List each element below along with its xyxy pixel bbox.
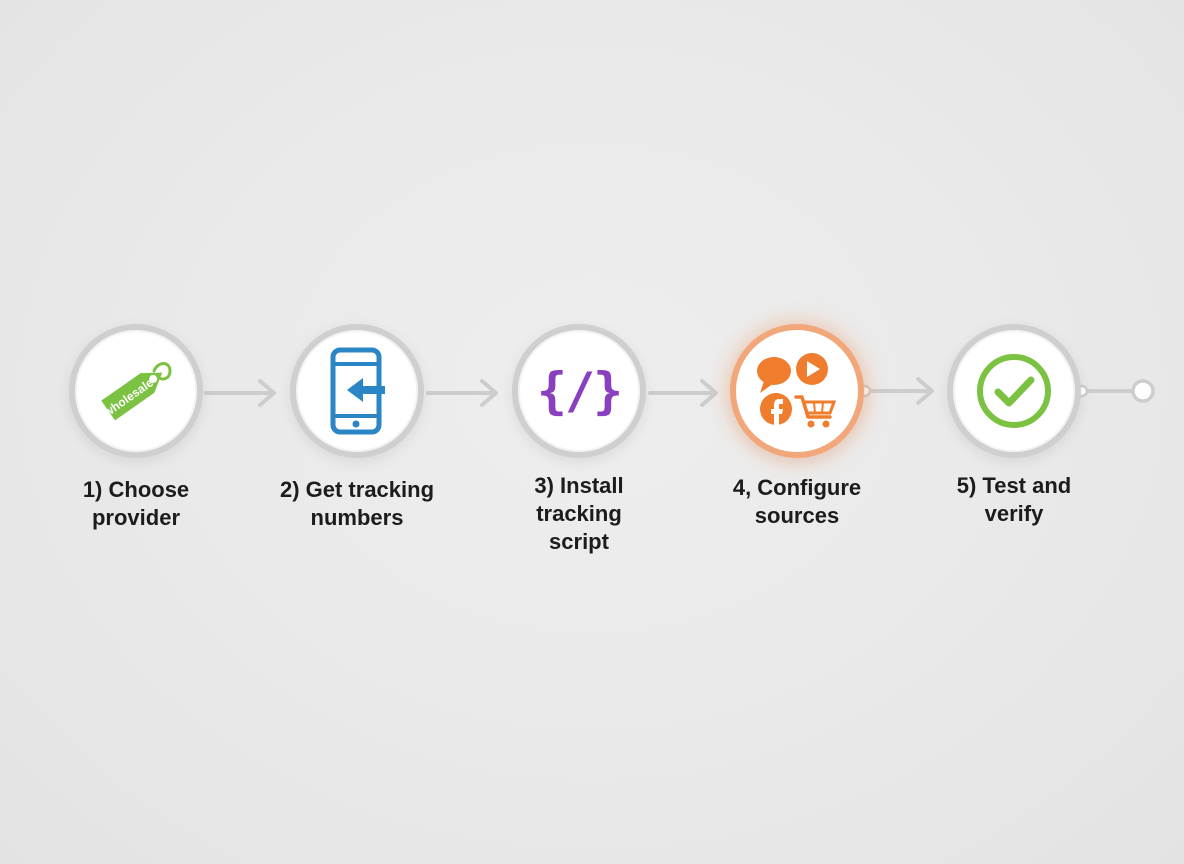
- step-3: {/} 3) Install tracking script: [469, 324, 689, 556]
- step-4-label-line-2: sources: [754, 503, 840, 528]
- step-2: 2) Get tracking numbers: [247, 324, 467, 532]
- cart-icon: [794, 395, 837, 428]
- step-2-label: 2) Get tracking numbers: [247, 476, 467, 532]
- traffic-sources-icon: [754, 351, 840, 431]
- step-1-label-line-1: 1) Choose: [82, 477, 190, 502]
- step-4-label-line-1: 4, Configure: [732, 475, 862, 500]
- step-5-label-line-1: 5) Test and: [956, 473, 1072, 498]
- connector-arrow-2-3: [426, 379, 498, 407]
- code-glyph: {/}: [536, 362, 623, 420]
- play-icon: [796, 353, 828, 385]
- step-3-circle: {/}: [512, 324, 646, 458]
- step-1-circle: wholesale: [69, 324, 203, 458]
- step-4: 4, Configure sources: [687, 324, 907, 530]
- connector-arrow-3-4: [648, 379, 718, 407]
- step-2-label-line-2: numbers: [310, 505, 404, 530]
- step-1: wholesale 1) Choose provider: [26, 324, 246, 532]
- step-3-label-line-3: script: [549, 529, 609, 554]
- step-4-circle: [730, 324, 864, 458]
- chat-bubble-icon: [757, 357, 791, 393]
- step-4-label: 4, Configure sources: [687, 474, 907, 530]
- step-3-label-line-1: 3) Install: [534, 473, 624, 498]
- price-tag-icon: wholesale: [94, 349, 178, 433]
- step-3-label: 3) Install tracking script: [469, 472, 689, 556]
- step-5: 5) Test and verify: [904, 324, 1124, 528]
- step-3-label-line-2: tracking: [536, 501, 622, 526]
- phone-incoming-icon: [317, 346, 397, 436]
- step-5-label-line-2: verify: [984, 501, 1044, 526]
- step-2-circle: [290, 324, 424, 458]
- checkmark-icon: [974, 351, 1054, 431]
- step-1-label: 1) Choose provider: [26, 476, 246, 532]
- facebook-icon: [760, 393, 792, 425]
- step-2-label-line-1: 2) Get tracking: [279, 477, 435, 502]
- connector-arrow-1-2: [204, 379, 276, 407]
- step-5-label: 5) Test and verify: [904, 472, 1124, 528]
- step-1-label-line-2: provider: [91, 505, 181, 530]
- code-brackets-icon: {/}: [536, 362, 623, 420]
- step-5-circle: [947, 324, 1081, 458]
